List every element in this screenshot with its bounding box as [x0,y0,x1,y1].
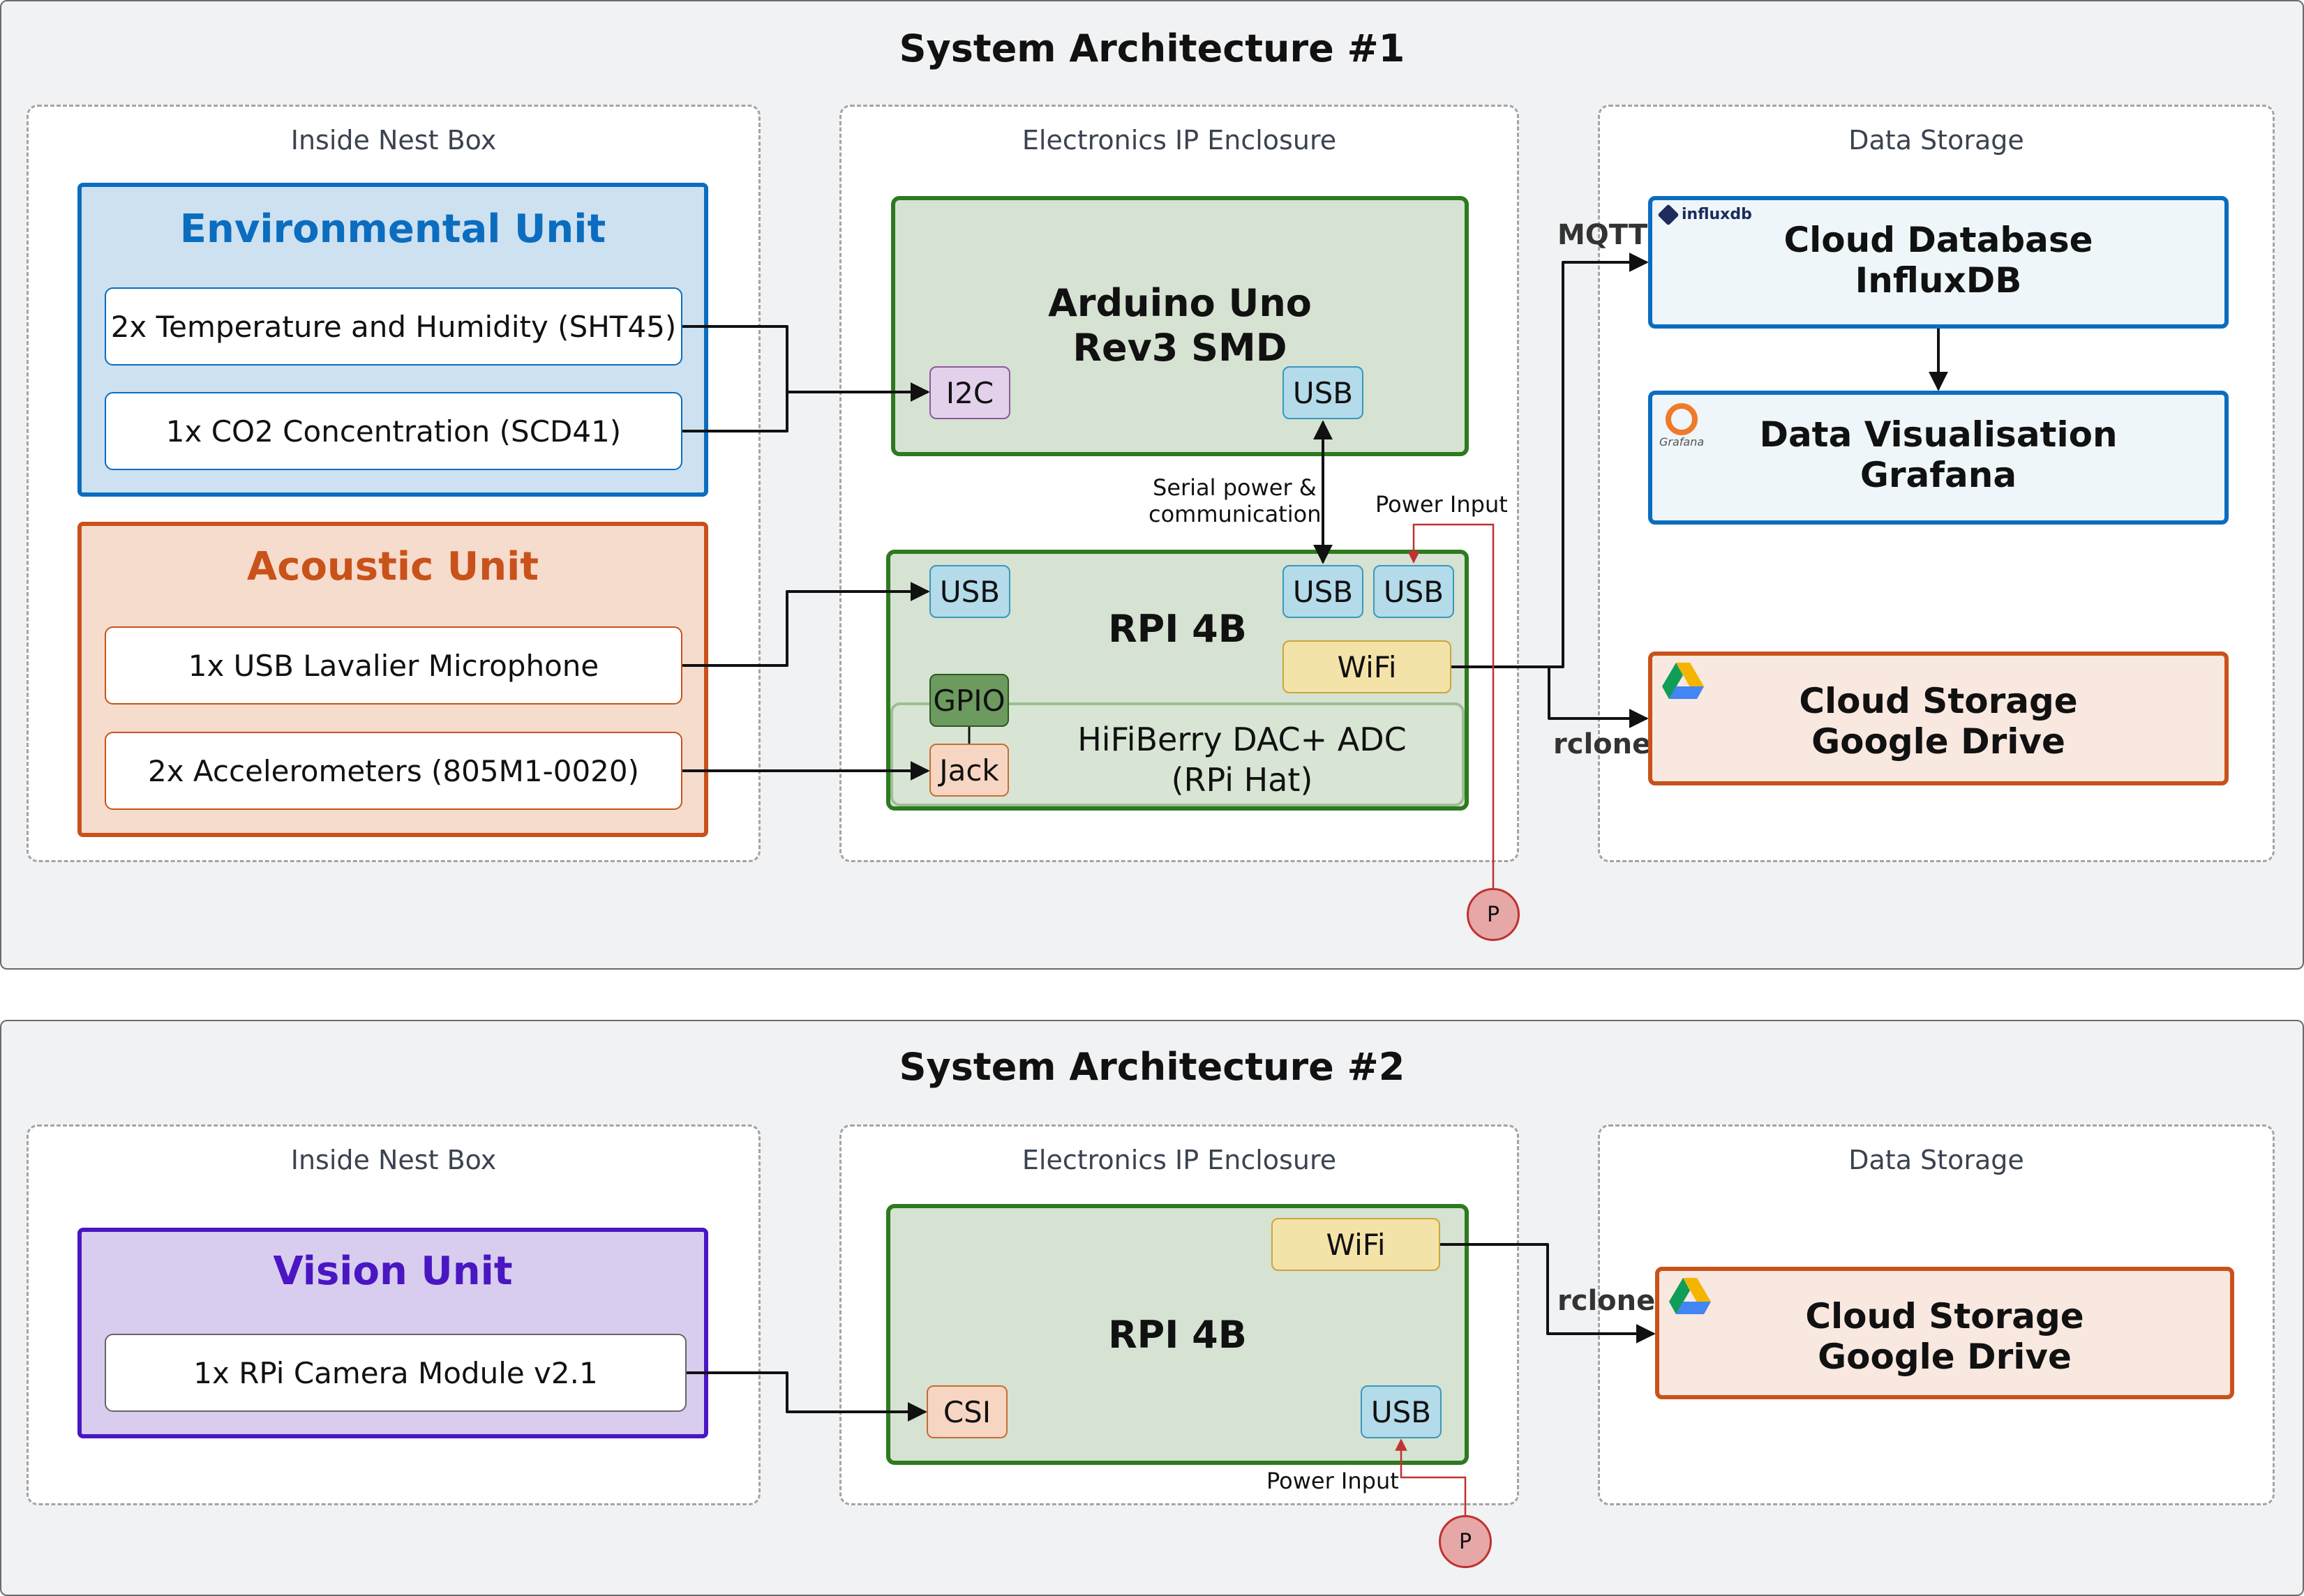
google-drive-icon-svg-2 [1669,1278,1711,1314]
storage-label-1: Data Storage [1848,125,2024,156]
hifiberry-hat-line1: HiFiBerry DAC+ ADC [1077,721,1407,758]
hifiberry-jack-port: Jack [929,744,1009,797]
rclone-label-2: rclone [1557,1285,1656,1317]
serial-label-line1: Serial power & [1153,474,1317,501]
grafana-logo-text: Grafana [1659,435,1705,449]
vision-unit-title: Vision Unit [273,1249,513,1294]
power-input-label-2: Power Input [1266,1468,1399,1494]
usb-microphone-sensor: 1x USB Lavalier Microphone [105,626,682,705]
acoustic-unit-title: Acoustic Unit [246,544,539,589]
rclone-label-1: rclone [1553,728,1652,760]
co2-sensor: 1x CO2 Concentration (SCD41) [105,392,682,470]
cloud-storage-box-1: Cloud Storage Google Drive [1648,652,2229,785]
cloud-database-line1: Cloud Database [1783,220,2093,260]
influxdb-logo: influxdb [1657,203,1752,226]
grafana-logo-icon [1666,403,1698,435]
camera-module-sensor: 1x RPi Camera Module v2.1 [105,1334,687,1412]
data-visualisation-box: Grafana Data Visualisation Grafana [1648,391,2229,525]
cloud-storage-line1-1: Cloud Storage [1799,681,2078,721]
power-source-2: P [1439,1515,1492,1568]
rpi-usb-port-right: USB [1373,565,1454,618]
rpi-wifi-module-2: WiFi [1271,1218,1440,1271]
data-visualisation-line2: Grafana [1860,455,2017,495]
google-drive-icon-svg [1662,663,1704,699]
power-source-1: P [1467,888,1520,941]
influxdb-logo-text: influxdb [1682,206,1752,223]
nest-box-label-1: Inside Nest Box [290,125,497,156]
storage-label-2: Data Storage [1848,1145,2024,1175]
rpi-gpio-header: GPIO [929,674,1009,727]
cloud-database-box: influxdb Cloud Database InfluxDB [1648,196,2229,329]
cloud-storage-box-2: Cloud Storage Google Drive [1655,1267,2234,1399]
arduino-i2c-port: I2C [929,366,1010,419]
environmental-unit-title: Environmental Unit [179,206,606,252]
mqtt-label: MQTT [1557,219,1648,251]
cloud-storage-line1-2: Cloud Storage [1805,1296,2084,1337]
rpi-usb-port-2: USB [1361,1385,1442,1438]
serial-label-line2: communication [1149,501,1322,527]
enclosure-label-2: Electronics IP Enclosure [1022,1145,1337,1175]
nest-box-label-2: Inside Nest Box [290,1145,497,1175]
google-drive-icon [1661,661,1705,703]
rpi-csi-port: CSI [927,1385,1008,1438]
arduino-title-line1: Arduino Uno [1048,281,1312,325]
arduino-usb-port: USB [1282,366,1363,419]
accelerometer-sensor: 2x Accelerometers (805M1-0020) [105,732,682,810]
rpi-title-1: RPI 4B [1108,607,1247,651]
rpi-usb-port-left: USB [929,565,1010,618]
architecture-2-title: System Architecture #2 [899,1045,1405,1089]
rpi-usb-port-mid: USB [1282,565,1363,618]
architecture-1-title: System Architecture #1 [899,27,1405,70]
data-visualisation-line1: Data Visualisation [1759,414,2118,455]
cloud-database-line2: InfluxDB [1855,260,2022,301]
rpi-title-2: RPI 4B [1108,1313,1247,1357]
rpi-wifi-module-1: WiFi [1282,640,1451,693]
power-input-label-1: Power Input [1375,491,1508,518]
cloud-storage-line2-1: Google Drive [1811,721,2065,762]
hifiberry-hat-line2: (RPi Hat) [1171,761,1313,799]
google-drive-icon-2 [1668,1277,1712,1318]
enclosure-label-1: Electronics IP Enclosure [1022,125,1337,156]
cloud-storage-line2-2: Google Drive [1818,1337,2072,1377]
grafana-logo: Grafana [1659,403,1704,449]
arduino-title-line2: Rev3 SMD [1072,326,1287,370]
temperature-humidity-sensor: 2x Temperature and Humidity (SHT45) [105,287,682,366]
